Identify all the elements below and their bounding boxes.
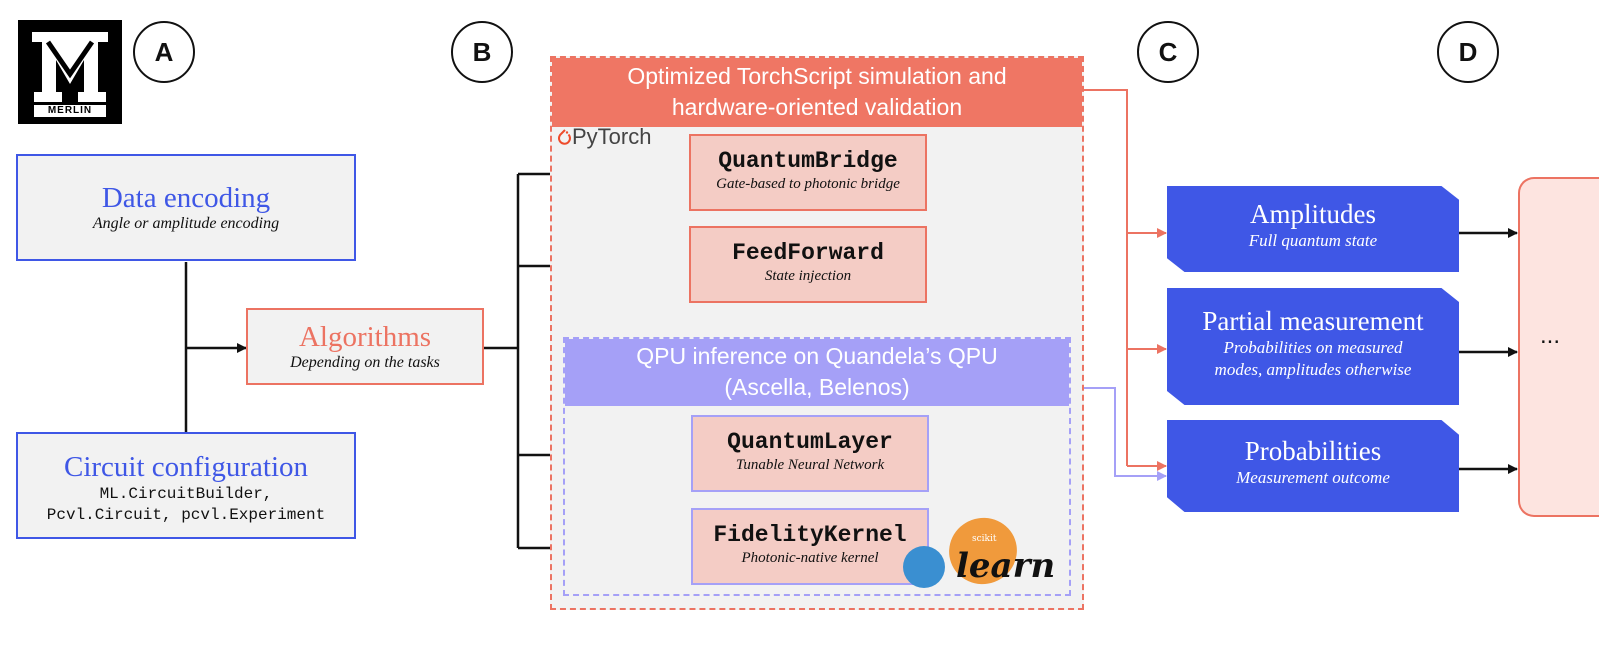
quantum-layer-name: QuantumLayer [727,429,893,455]
quantum-bridge-name: QuantumBridge [718,148,898,174]
logo-text: MERLIN [47,105,93,116]
amplitudes-title: Amplitudes [1250,199,1376,229]
simulation-panel-header: Optimized TorchScript simulation and har… [552,58,1082,127]
section-c-marker: C [1137,21,1199,83]
scikit-learn-mark [903,517,1017,588]
algorithms-title: Algorithms [298,321,432,353]
amplitudes-subtitle: Full quantum state [1248,231,1378,250]
feed-forward-name: FeedForward [732,240,884,266]
probabilities-title: Probabilities [1244,436,1382,466]
scikit-small-text: scikit [972,534,997,544]
algorithms-subtitle: Depending on the tasks [290,354,440,371]
partial-measurement-subtitle-line2: modes, amplitudes otherwise [1214,360,1412,379]
feed-forward-box: FeedForward State injection [689,226,927,303]
simulation-panel-title-line1: Optimized TorchScript simulation and [627,63,1007,89]
probabilities-subtitle: Measurement outcome [1236,468,1390,487]
algorithms-box: Algorithms Depending on the tasks [246,308,484,385]
data-encoding-box: Data encoding Angle or amplitude encodin… [16,154,356,261]
quantum-layer-box: QuantumLayer Tunable Neural Network [691,415,929,492]
qpu-panel-title-line1: QPU inference on Quandela’s QPU [636,343,998,369]
circuit-configuration-box: Circuit configuration ML.CircuitBuilder,… [16,432,356,539]
probabilities-box: Probabilities Measurement outcome [1167,420,1459,512]
scikit-learn-logo: scikit learn [900,514,1055,594]
section-b-marker: B [451,21,513,83]
section-a-marker: A [133,21,195,83]
merlin-logo: MERLIN [18,20,122,124]
fidelity-kernel-name: FidelityKernel [713,522,907,548]
fidelity-kernel-box: FidelityKernel Photonic-native kernel [691,508,929,585]
feed-forward-description: State injection [764,268,852,284]
simulation-panel-title-line2: hardware-oriented validation [671,94,963,120]
pytorch-text: PyTorch [572,124,652,149]
merlin-logo-mark [32,32,108,117]
section-d-marker: D [1437,21,1499,83]
partial-measurement-box: Partial measurement Probabilities on mea… [1167,288,1459,405]
data-encoding-subtitle: Angle or amplitude encoding [92,215,280,232]
continuation-ellipsis: ... [1540,322,1561,349]
pytorch-icon [558,129,571,145]
qpu-panel: QPU inference on Quandela’s QPU (Ascella… [563,337,1071,596]
qpu-panel-title-line2: (Ascella, Belenos) [724,374,910,400]
circuit-configuration-line2: Pcvl.Circuit, pcvl.Experiment [46,506,326,524]
scikit-learn-text: learn [956,546,1056,586]
data-encoding-title: Data encoding [101,182,271,214]
pytorch-label: PyTorch [556,124,651,150]
amplitudes-box: Amplitudes Full quantum state [1167,186,1459,272]
quantum-bridge-description: Gate-based to photonic bridge [716,176,900,192]
section-d-box [1518,177,1599,517]
qpu-panel-header: QPU inference on Quandela’s QPU (Ascella… [565,339,1069,406]
circuit-configuration-title: Circuit configuration [63,451,309,483]
quantum-bridge-box: QuantumBridge Gate-based to photonic bri… [689,134,927,211]
circuit-configuration-line1: ML.CircuitBuilder, [99,485,273,503]
fidelity-kernel-description: Photonic-native kernel [741,550,879,566]
quantum-layer-description: Tunable Neural Network [735,457,885,473]
partial-measurement-title: Partial measurement [1202,306,1424,336]
partial-measurement-subtitle-line1: Probabilities on measured [1223,338,1403,357]
